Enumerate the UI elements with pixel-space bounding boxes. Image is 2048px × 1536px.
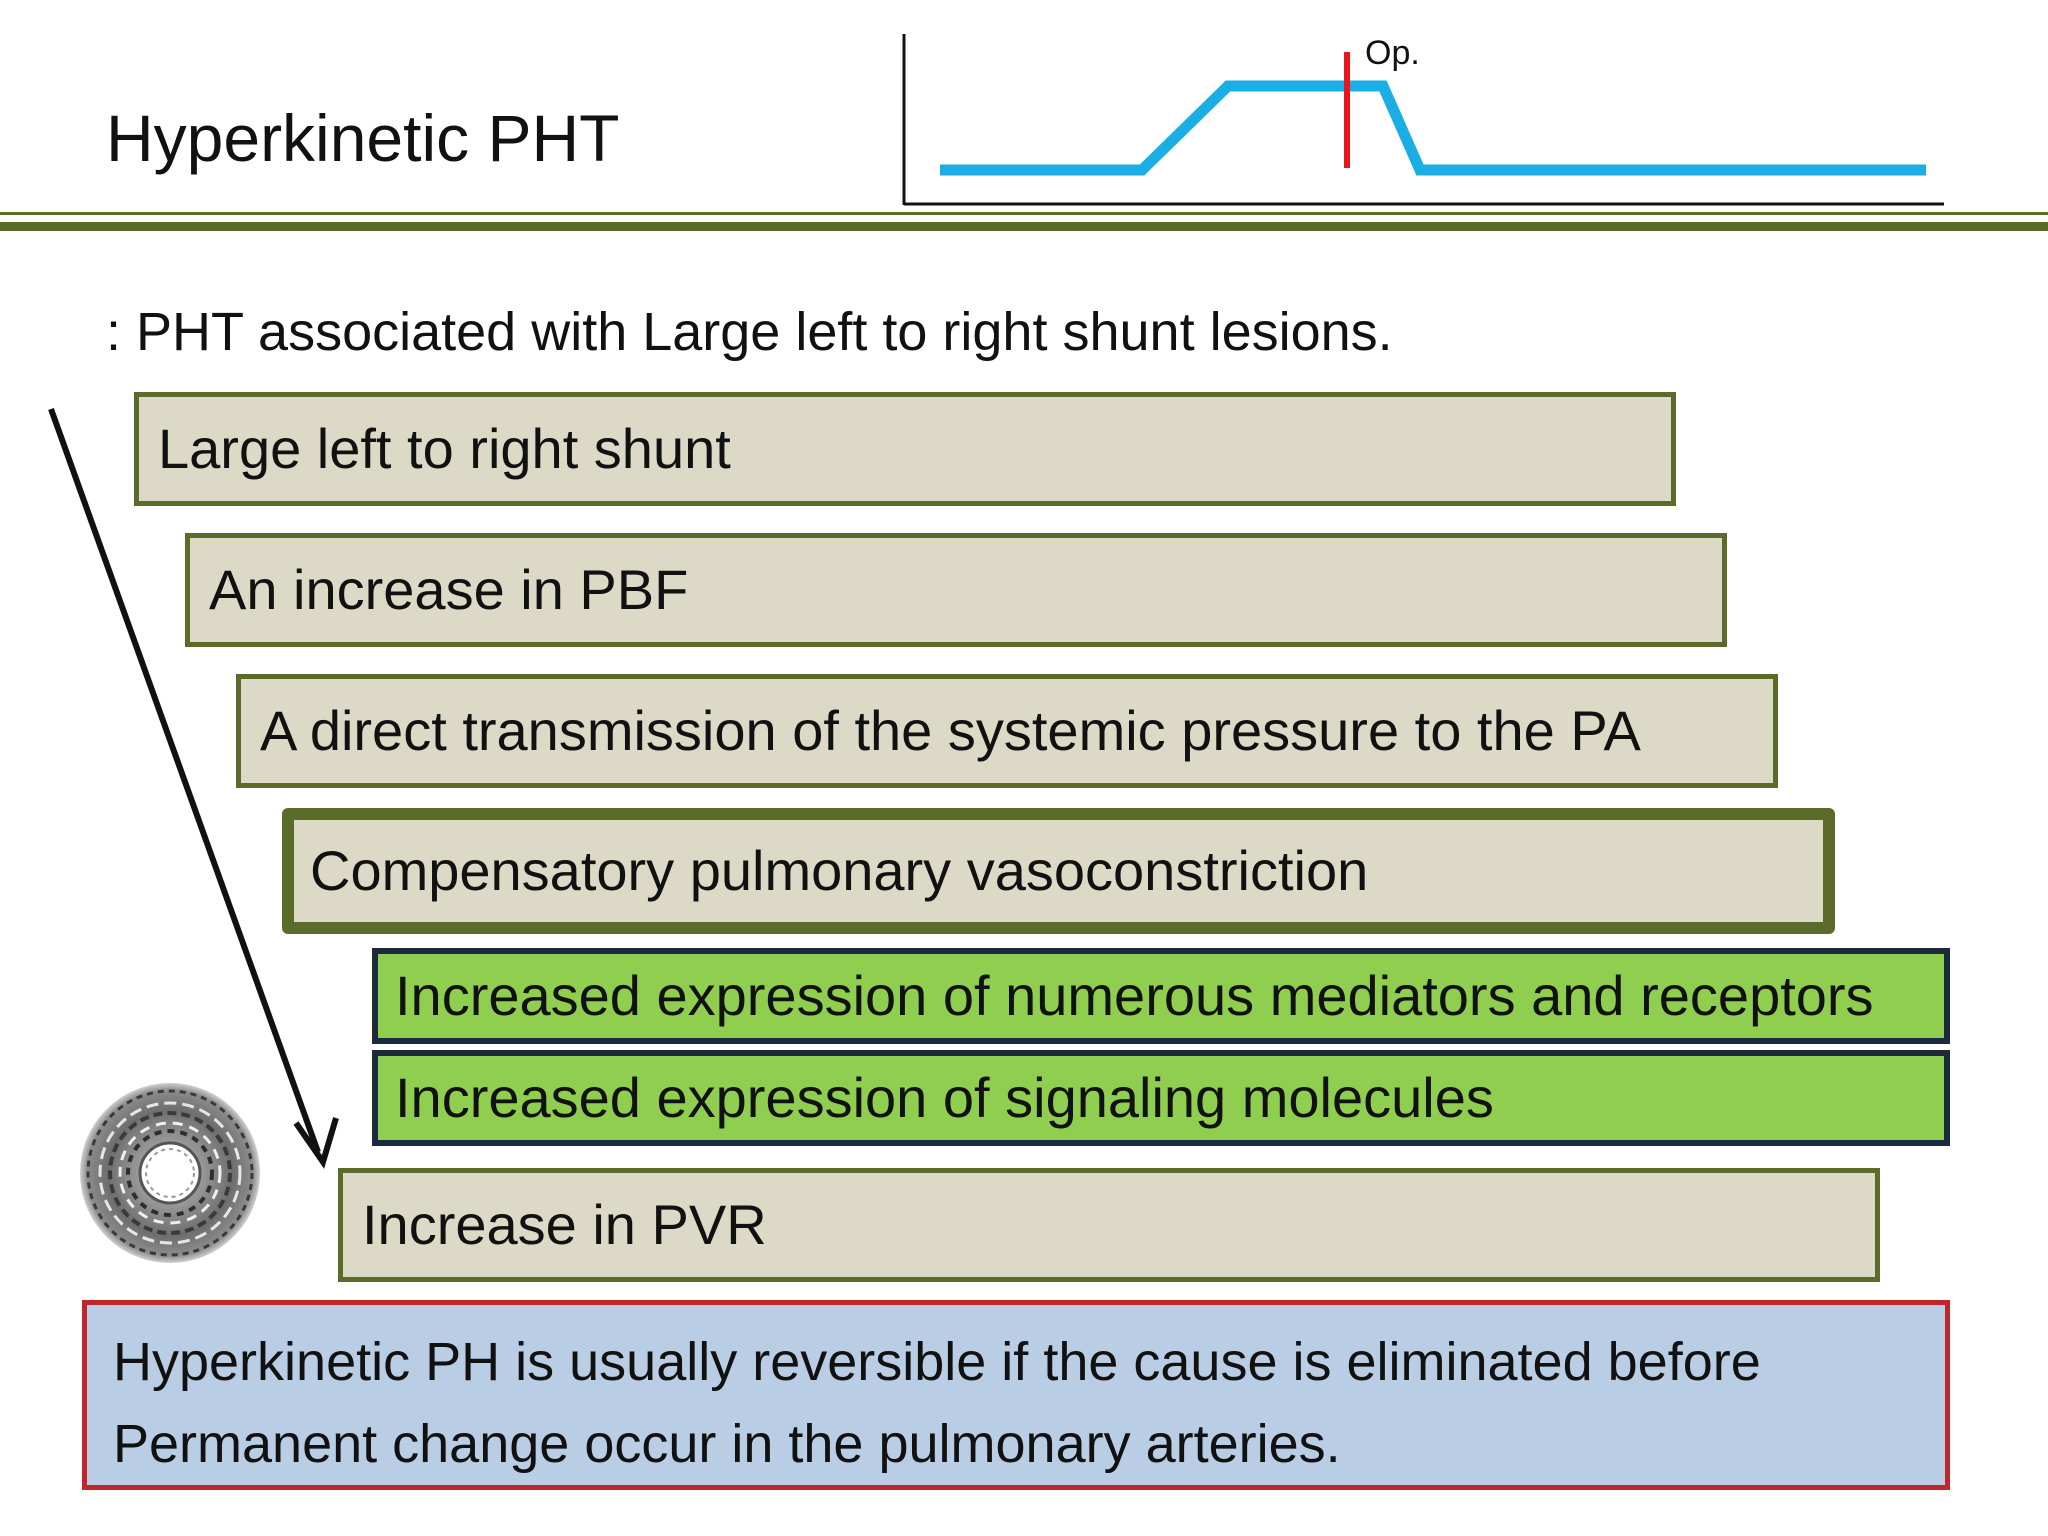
cascade-step-label: Increase in PVR	[362, 1193, 767, 1256]
progression-arrow	[48, 407, 339, 1169]
operation-label: Op.	[1365, 34, 1420, 72]
artery-cross-section-image	[80, 1083, 260, 1263]
cascade-step-pbf: An increase in PBF	[185, 533, 1727, 647]
cascade-step-label: Increased expression of signaling molecu…	[395, 1066, 1494, 1129]
cascade-step-mediators: Increased expression of numerous mediato…	[372, 948, 1950, 1044]
cascade-step-pressure-transmission: A direct transmission of the systemic pr…	[236, 674, 1778, 788]
slide-subtitle: : PHT associated with Large left to righ…	[106, 302, 1393, 362]
cascade-step-shunt: Large left to right shunt	[134, 392, 1676, 506]
cascade-step-vasoconstriction: Compensatory pulmonary vasoconstriction	[282, 808, 1835, 934]
slide-title: Hyperkinetic PHT	[106, 101, 620, 175]
pressure-course-sketch: Op.	[902, 34, 1944, 206]
note-line: Permanent change occur in the pulmonary …	[113, 1414, 1341, 1474]
pressure-line	[940, 80, 1926, 176]
cascade-step-label: An increase in PBF	[209, 558, 689, 621]
cascade-step-label: Compensatory pulmonary vasoconstriction	[310, 839, 1369, 902]
cascade-step-label: Large left to right shunt	[158, 417, 731, 480]
cascade-step-pvr: Increase in PVR	[338, 1168, 1880, 1282]
cascade-step-label: Increased expression of numerous mediato…	[395, 964, 1874, 1027]
cascade-step-label: A direct transmission of the systemic pr…	[260, 699, 1641, 762]
header-divider	[0, 212, 2048, 231]
note-line: Hyperkinetic PH is usually reversible if…	[113, 1332, 1761, 1392]
reversibility-note: Hyperkinetic PH is usually reversible if…	[82, 1300, 1950, 1490]
cascade-step-signaling: Increased expression of signaling molecu…	[372, 1050, 1950, 1146]
